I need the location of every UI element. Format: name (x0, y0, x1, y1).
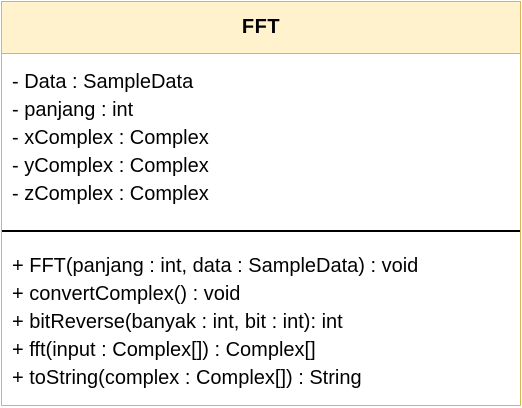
class-name: FFT (241, 16, 281, 38)
operation-list: + FFT(panjang : int, data : SampleData) … (2, 232, 520, 392)
attribute-list: - Data : SampleData - panjang : int - xC… (2, 54, 520, 208)
class-header: FFT (2, 2, 520, 54)
operation-fft: + fft(input : Complex[]) : Complex[] (12, 339, 316, 361)
operation-to-string: + toString(complex : Complex[]) : String (12, 367, 362, 389)
operation-fft-constructor: + FFT(panjang : int, data : SampleData) … (12, 255, 419, 277)
attribute-data: - Data : SampleData (12, 71, 194, 93)
operation-convert-complex: + convertComplex() : void (12, 283, 241, 305)
operations-compartment: + FFT(panjang : int, data : SampleData) … (2, 232, 520, 405)
attribute-ycomplex: - yComplex : Complex (12, 155, 209, 177)
attribute-xcomplex: - xComplex : Complex (12, 127, 209, 149)
attribute-zcomplex: - zComplex : Complex (12, 183, 209, 205)
attribute-panjang: - panjang : int (12, 99, 134, 121)
attributes-compartment: - Data : SampleData - panjang : int - xC… (2, 54, 520, 230)
compartment-divider (2, 230, 520, 232)
operation-bit-reverse: + bitReverse(banyak : int, bit : int): i… (12, 311, 343, 333)
